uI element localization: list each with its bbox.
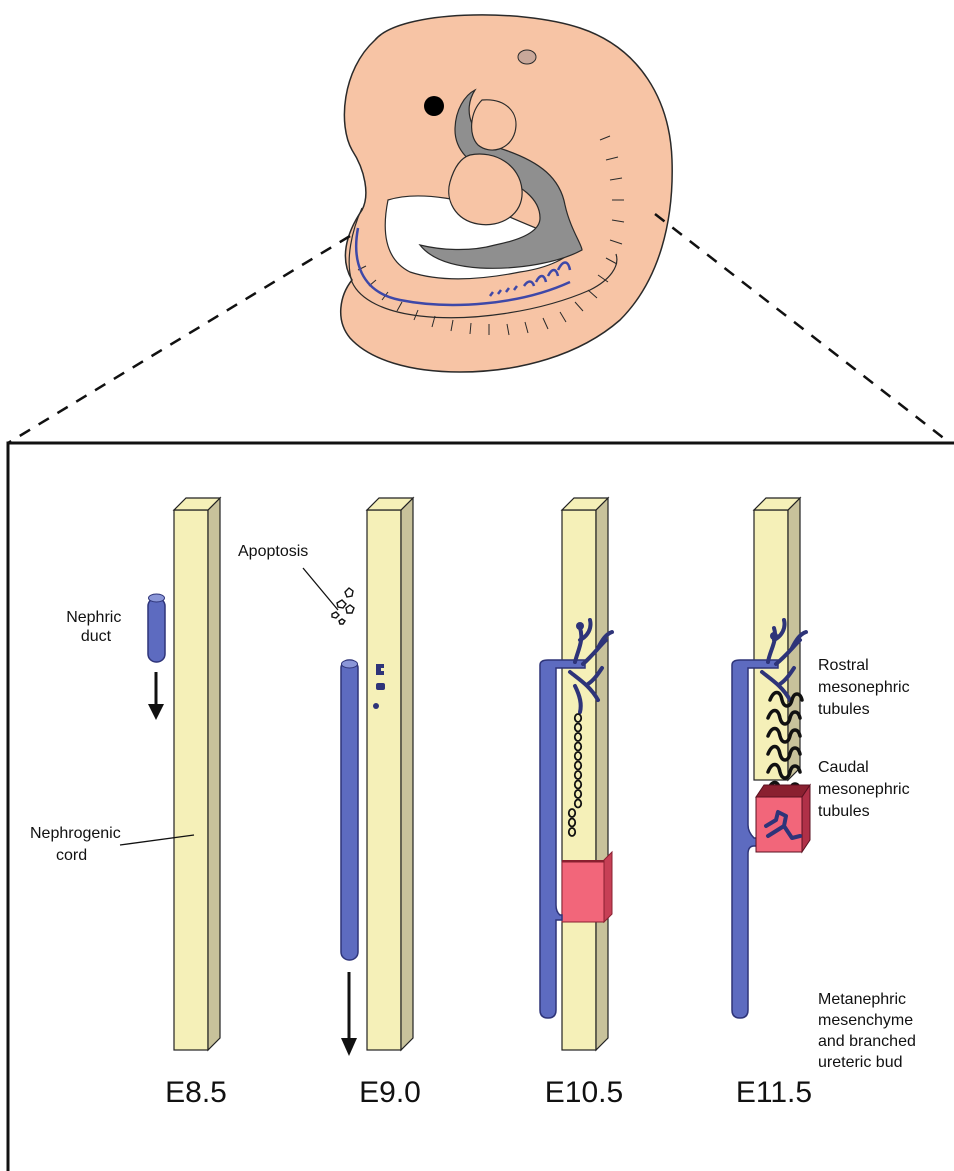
zoom-line-right (655, 214, 950, 443)
embryo-illustration (341, 15, 672, 372)
cord-e85 (174, 498, 220, 1050)
label-metanephric-line2: mesenchyme (818, 1012, 913, 1029)
label-nephrogenic-cord-line2: cord (56, 847, 87, 864)
cord-e90-front (367, 510, 401, 1050)
label-rostral-line1: Rostral (818, 657, 869, 674)
label-caudal-line3: tubules (818, 803, 870, 820)
label-nephric-duct: Nephric duct (66, 609, 126, 645)
stage-label-e90: E9.0 (359, 1076, 421, 1109)
label-rostral-line3: tubules (818, 701, 870, 718)
stage-label-e115: E11.5 (736, 1076, 812, 1109)
cord-e105-side (596, 498, 608, 1050)
nephrogenic-cords (174, 498, 800, 1050)
label-metanephric-line3: and branched (818, 1033, 916, 1050)
arrow-head-e85 (148, 704, 164, 720)
arrow-head-e90 (341, 1038, 357, 1056)
label-apoptosis: Apoptosis (238, 543, 308, 560)
tubule-end-e105 (576, 622, 584, 630)
nephric-duct-e85 (148, 598, 165, 662)
label-metanephric-line1: Metanephric (818, 991, 906, 1008)
embryo-eye (424, 96, 444, 116)
label-metanephric: Metanephric mesenchyme and branched uret… (818, 991, 920, 1071)
metanephric-mesenchyme-e115 (756, 785, 810, 852)
embryo-arch (472, 100, 516, 150)
label-nephrogenic-cord: Nephrogenic cord (30, 825, 125, 864)
embryo-ear (518, 50, 536, 64)
cord-e85-side (208, 498, 220, 1050)
tubule-end-e115 (770, 632, 778, 640)
label-caudal-tubules: Caudal mesonephric tubules (818, 759, 914, 820)
nephric-duct-e90-cap (342, 660, 358, 668)
label-rostral-tubules: Rostral mesonephric tubules (818, 657, 914, 718)
stage-label-e105: E10.5 (545, 1076, 623, 1109)
stage-label-e85: E8.5 (165, 1076, 227, 1109)
nephric-duct-e90 (341, 660, 358, 960)
cord-e105 (562, 498, 608, 1050)
nephric-duct-e85-cap (149, 594, 165, 602)
cord-e90 (367, 498, 413, 1050)
label-caudal-line1: Caudal (818, 759, 869, 776)
metanephric-mesenchyme-e105 (562, 852, 612, 922)
label-metanephric-line4: ureteric bud (818, 1054, 903, 1071)
zoom-line-left (8, 236, 350, 443)
cord-e90-side (401, 498, 413, 1050)
label-nephric-duct-line2: duct (81, 628, 112, 645)
inset-frame (8, 443, 954, 1171)
label-caudal-line2: mesonephric (818, 781, 910, 798)
label-nephrogenic-cord-line1: Nephrogenic (30, 825, 121, 842)
label-rostral-line2: mesonephric (818, 679, 910, 696)
cord-e85-front (174, 510, 208, 1050)
label-nephric-duct-line1: Nephric (66, 609, 121, 626)
apoptosis-pointer (303, 568, 338, 610)
